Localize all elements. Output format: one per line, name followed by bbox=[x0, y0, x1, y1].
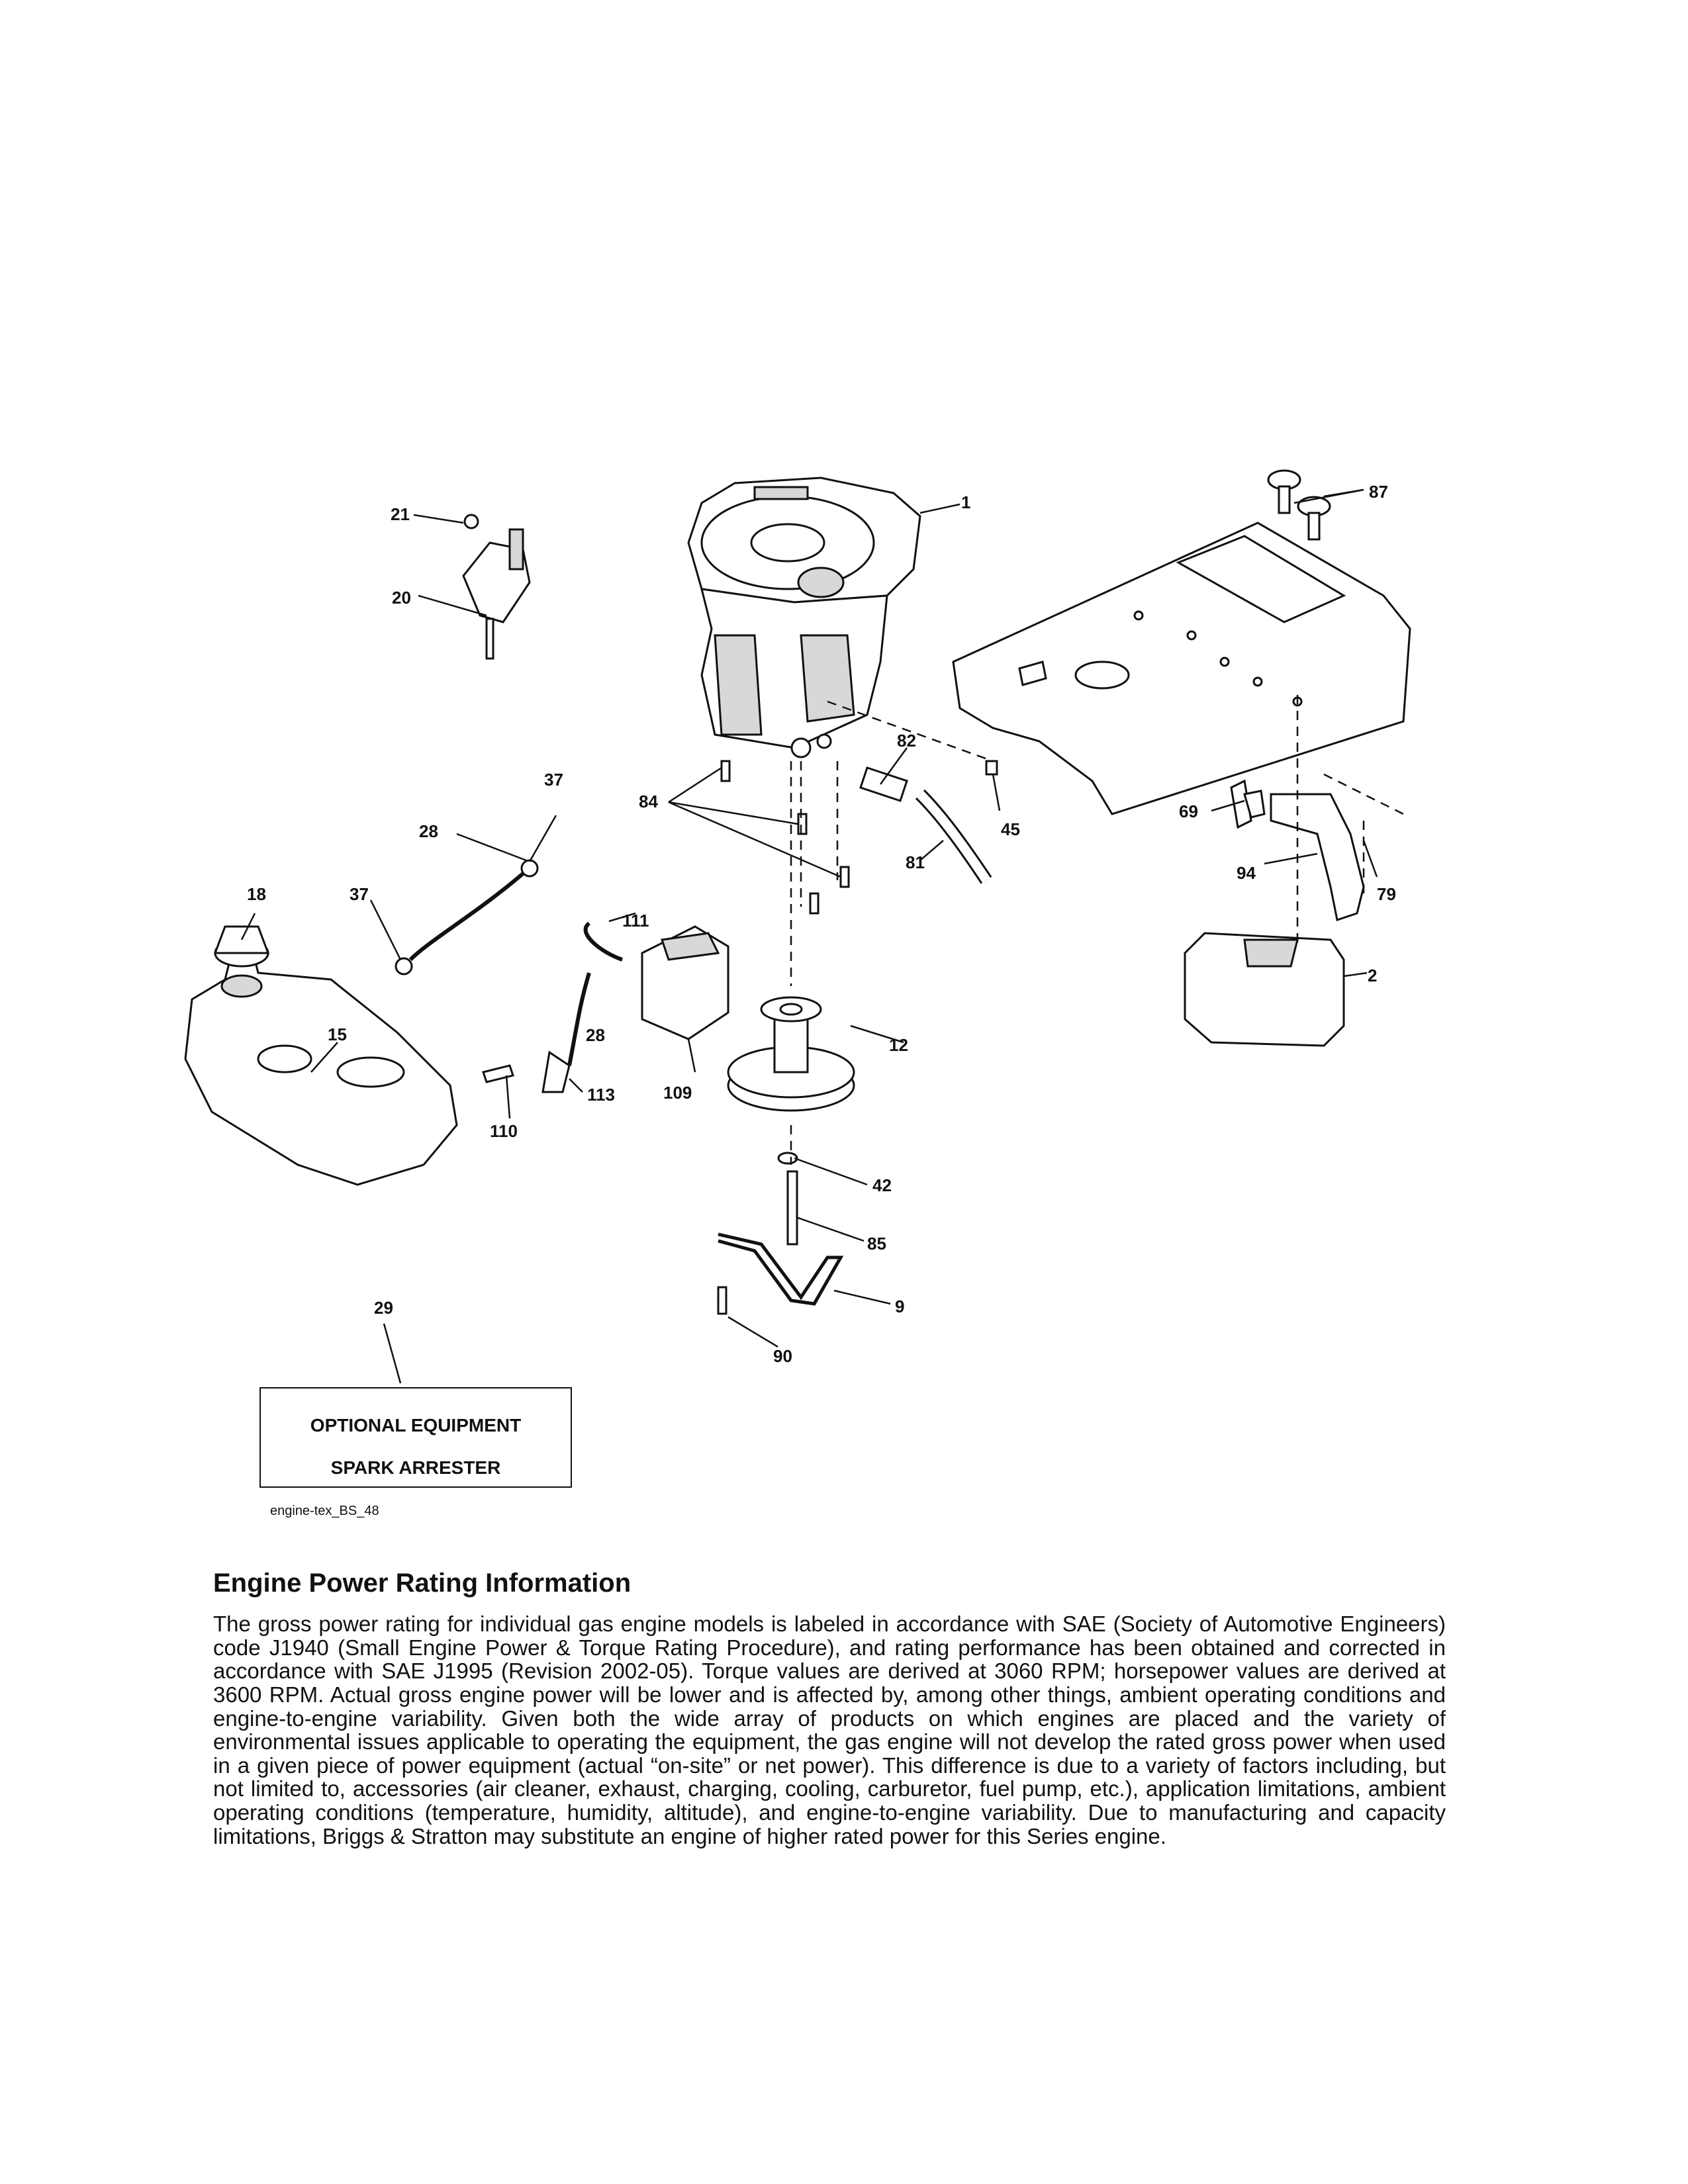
frame-chassis bbox=[952, 522, 1411, 815]
callout-21: 21 bbox=[391, 504, 410, 524]
callout-79: 79 bbox=[1377, 884, 1396, 904]
callout-37-upper: 37 bbox=[544, 770, 563, 790]
callout-numbers: 1 2 9 12 15 18 20 21 28 28 29 37 37 42 4… bbox=[247, 482, 1396, 1366]
callout-69: 69 bbox=[1179, 801, 1198, 821]
optional-equipment-box: OPTIONAL EQUIPMENT SPARK ARRESTER bbox=[259, 1387, 572, 1488]
callout-1: 1 bbox=[961, 492, 970, 512]
bolts bbox=[717, 760, 998, 1315]
optional-equipment-label: OPTIONAL EQUIPMENT bbox=[310, 1415, 522, 1435]
diagram-id: engine-tex_BS_48 bbox=[270, 1504, 379, 1518]
callout-110: 110 bbox=[490, 1121, 518, 1141]
callout-2: 2 bbox=[1368, 966, 1377, 985]
pulley bbox=[727, 996, 855, 1112]
callout-42: 42 bbox=[872, 1175, 892, 1195]
section-body: The gross power rating for individual ga… bbox=[213, 1612, 1446, 1848]
spark-arrester-label: SPARK ARRESTER bbox=[330, 1457, 501, 1478]
throttle-control bbox=[462, 514, 531, 660]
exhaust-tube-inner bbox=[917, 791, 990, 883]
callout-28-upper: 28 bbox=[419, 821, 438, 841]
muffler bbox=[1184, 779, 1365, 1047]
engine-assembly bbox=[687, 477, 921, 758]
callout-28-lower: 28 bbox=[586, 1025, 605, 1045]
knob-bolts bbox=[1267, 469, 1331, 541]
section-heading: Engine Power Rating Information bbox=[213, 1569, 632, 1598]
callout-45: 45 bbox=[1001, 819, 1020, 839]
callout-82: 82 bbox=[897, 731, 916, 751]
callout-85: 85 bbox=[867, 1234, 886, 1253]
callout-90: 90 bbox=[773, 1346, 792, 1366]
callout-12: 12 bbox=[889, 1035, 908, 1055]
callout-111: 111 bbox=[622, 911, 649, 931]
callout-84: 84 bbox=[639, 792, 658, 811]
alignment-lines bbox=[790, 695, 1404, 1165]
callout-113: 113 bbox=[587, 1085, 615, 1105]
exploded-parts-diagram: 1 2 9 12 15 18 20 21 28 28 29 37 37 42 4… bbox=[184, 469, 1411, 1384]
fuel-lines bbox=[395, 859, 623, 1066]
callout-109: 109 bbox=[663, 1083, 692, 1103]
engine-bracket bbox=[718, 1232, 844, 1306]
callout-37-lower: 37 bbox=[350, 884, 369, 904]
callout-9: 9 bbox=[895, 1297, 904, 1316]
callout-94: 94 bbox=[1237, 863, 1256, 883]
callout-18: 18 bbox=[247, 884, 266, 904]
callout-87: 87 bbox=[1369, 482, 1388, 502]
leader-lines bbox=[240, 488, 1378, 1384]
callout-81: 81 bbox=[906, 852, 925, 872]
fuel-tank bbox=[184, 925, 458, 1186]
callout-29: 29 bbox=[374, 1298, 393, 1318]
fuel-pump bbox=[482, 925, 729, 1093]
callout-20: 20 bbox=[392, 588, 411, 608]
callout-15: 15 bbox=[328, 1024, 347, 1044]
